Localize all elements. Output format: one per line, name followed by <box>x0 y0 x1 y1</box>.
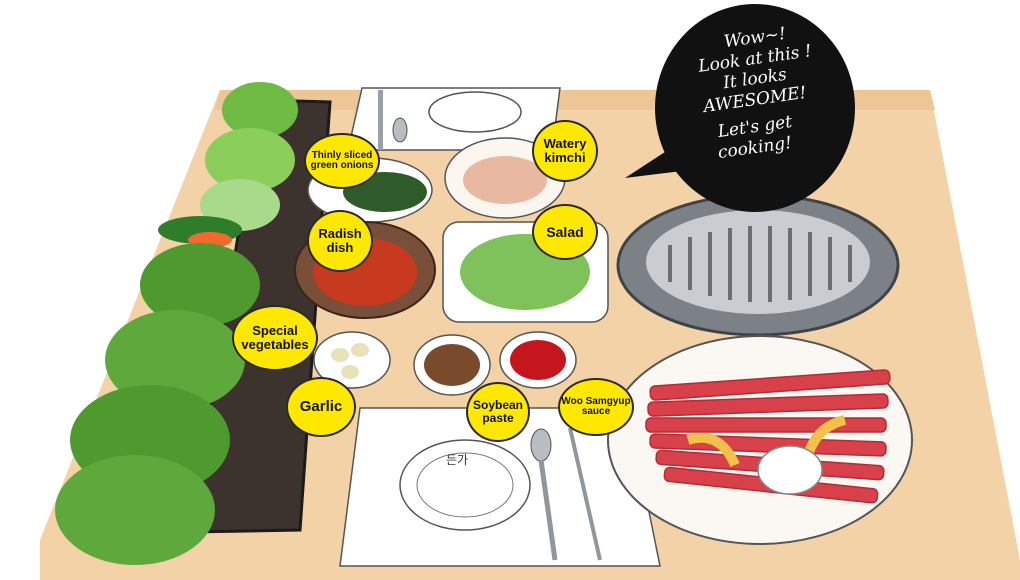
label-salad: Salad <box>532 204 598 260</box>
speech-bubble <box>625 4 855 212</box>
garlic-dish <box>313 331 391 389</box>
rice-plate <box>399 439 531 531</box>
speech-bubble-text: Wow~! Look at this ! It looks AWESOME! L… <box>655 24 855 163</box>
label-garlic: Garlic <box>286 377 356 437</box>
plate-text: 든가 <box>446 453 468 467</box>
